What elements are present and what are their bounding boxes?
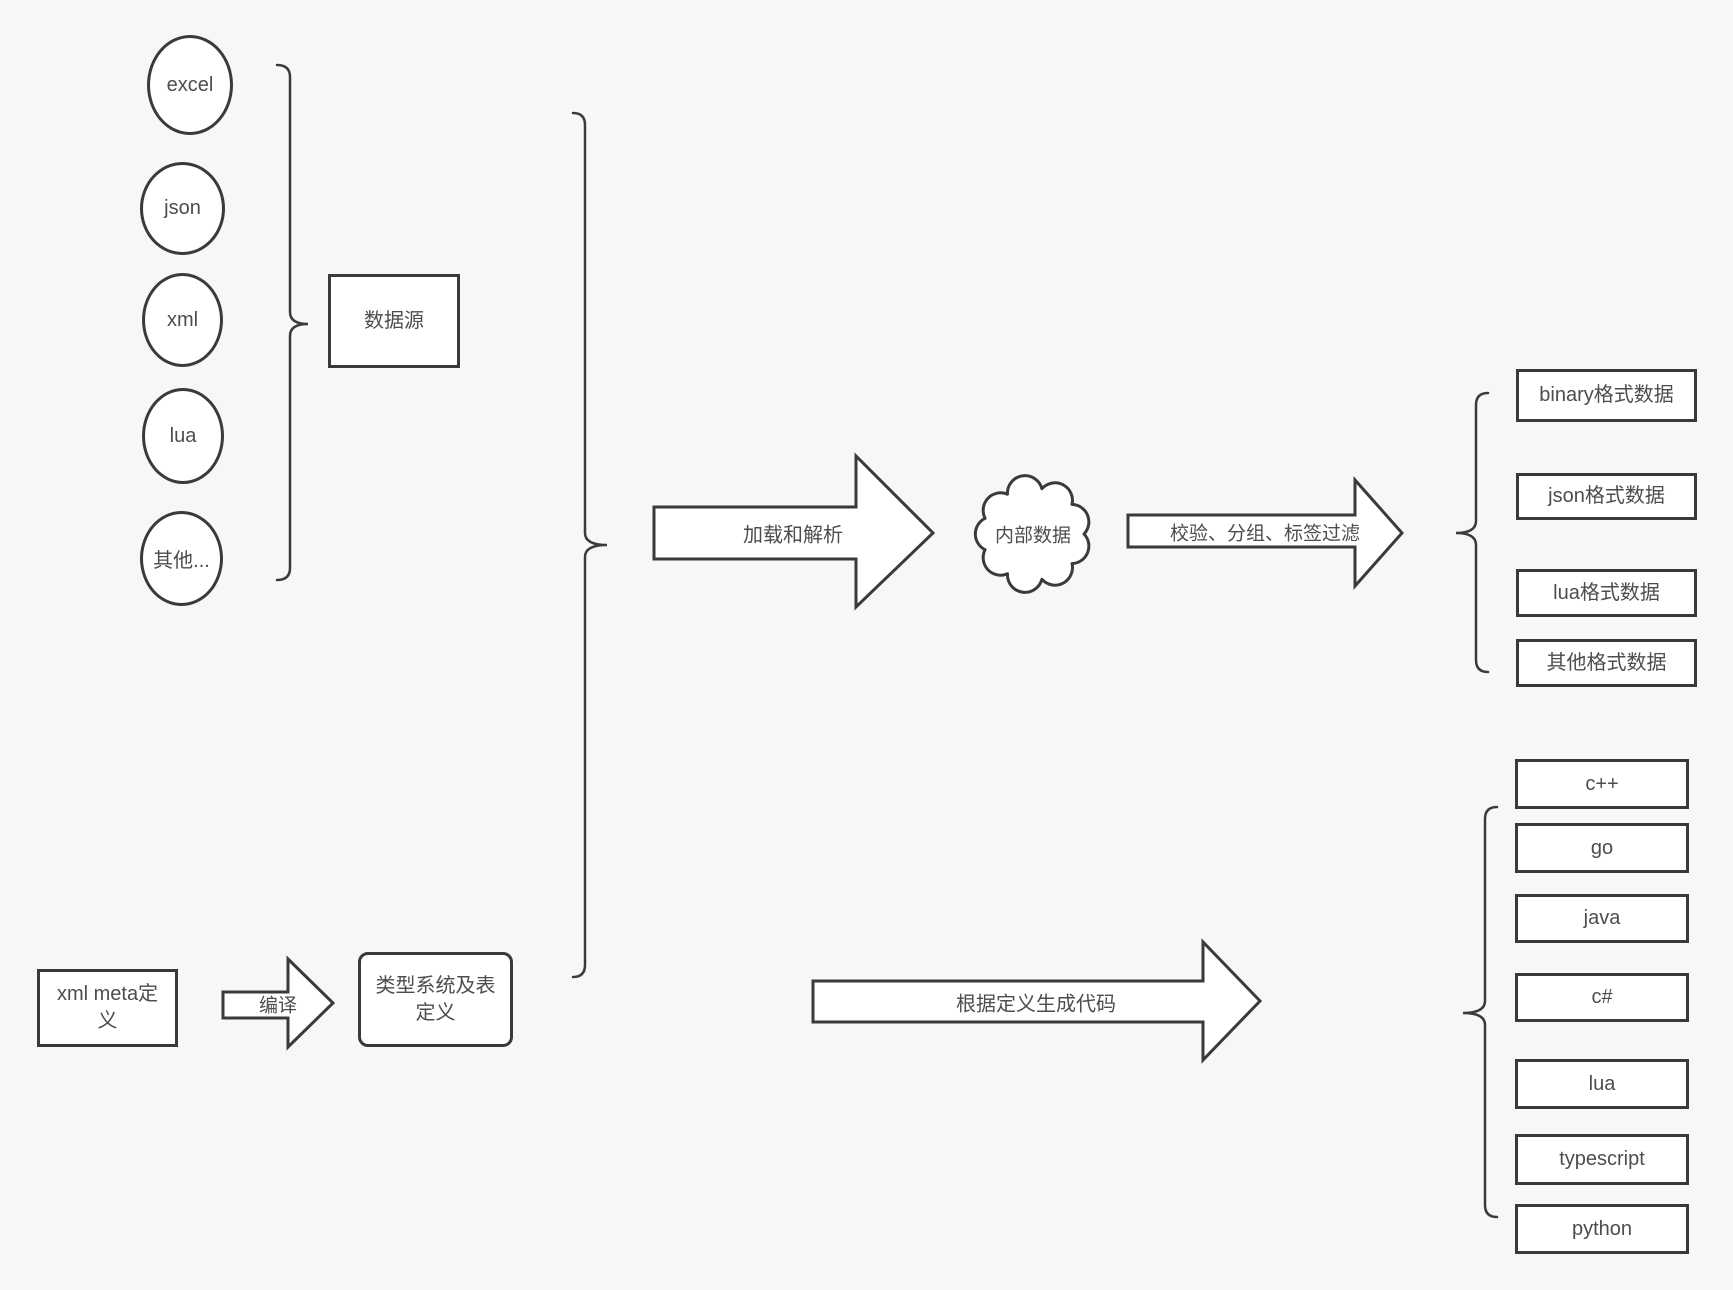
filter-arrow xyxy=(1126,476,1405,590)
language-box-label: lua xyxy=(1588,1072,1616,1095)
source-node-label: excel xyxy=(166,73,214,96)
language-box-java: java xyxy=(1515,894,1689,943)
source-node-json: json xyxy=(140,162,225,255)
codegen-arrow xyxy=(811,938,1263,1064)
language-box-cpp: c++ xyxy=(1515,759,1689,809)
internal-data-cloud xyxy=(973,474,1091,594)
format-box-other: 其他格式数据 xyxy=(1516,639,1697,687)
language-box-label: java xyxy=(1583,907,1621,929)
language-box-typescript: typescript xyxy=(1515,1134,1689,1185)
source-node-xml: xml xyxy=(142,273,223,367)
data-source-box: 数据源 xyxy=(328,274,460,368)
sources-brace xyxy=(275,63,309,582)
inputs-brace xyxy=(571,111,608,979)
compile-arrow xyxy=(221,955,336,1051)
source-node-label: 其他... xyxy=(153,550,210,572)
internal-data-label: 内部数据 xyxy=(994,525,1072,547)
format-box-json: json格式数据 xyxy=(1516,473,1697,520)
format-box-lua: lua格式数据 xyxy=(1516,569,1697,617)
filter-label: 校验、分组、标签过滤 xyxy=(1169,523,1361,545)
language-box-label: c++ xyxy=(1585,772,1619,795)
format-box-binary: binary格式数据 xyxy=(1516,369,1697,422)
language-box-python: python xyxy=(1515,1204,1689,1254)
source-node-label: xml xyxy=(166,308,199,331)
language-box-lua: lua xyxy=(1515,1059,1689,1109)
compile-label: 编译 xyxy=(258,995,298,1017)
format-box-label: 其他格式数据 xyxy=(1546,651,1667,674)
source-node-label: lua xyxy=(169,424,197,447)
codegen-label: 根据定义生成代码 xyxy=(956,993,1116,1016)
language-box-label: c# xyxy=(1591,986,1613,1008)
language-box-csharp: c# xyxy=(1515,973,1689,1022)
format-box-label: binary格式数据 xyxy=(1539,384,1674,406)
format-box-label: lua格式数据 xyxy=(1553,581,1660,604)
source-node-other: 其他... xyxy=(140,511,223,606)
language-box-go: go xyxy=(1515,823,1689,873)
data-source-label: 数据源 xyxy=(364,309,424,332)
format-box-label: json格式数据 xyxy=(1548,485,1665,507)
source-node-lua: lua xyxy=(142,388,224,484)
source-node-label: json xyxy=(164,197,201,219)
language-box-label: go xyxy=(1590,836,1614,859)
load-parse-label: 加载和解析 xyxy=(743,524,843,547)
xml-meta-label: xml meta定义 xyxy=(56,983,159,1032)
xml-meta-box: xml meta定义 xyxy=(37,969,178,1047)
language-box-label: typescript xyxy=(1559,1148,1645,1170)
languages-brace xyxy=(1462,805,1499,1219)
load-parse-arrow xyxy=(652,452,936,611)
type-system-box: 类型系统及表定义 xyxy=(358,952,513,1047)
formats-brace xyxy=(1455,391,1490,674)
type-system-label: 类型系统及表定义 xyxy=(375,974,496,1024)
language-box-label: python xyxy=(1571,1217,1633,1240)
source-node-excel: excel xyxy=(147,35,233,135)
